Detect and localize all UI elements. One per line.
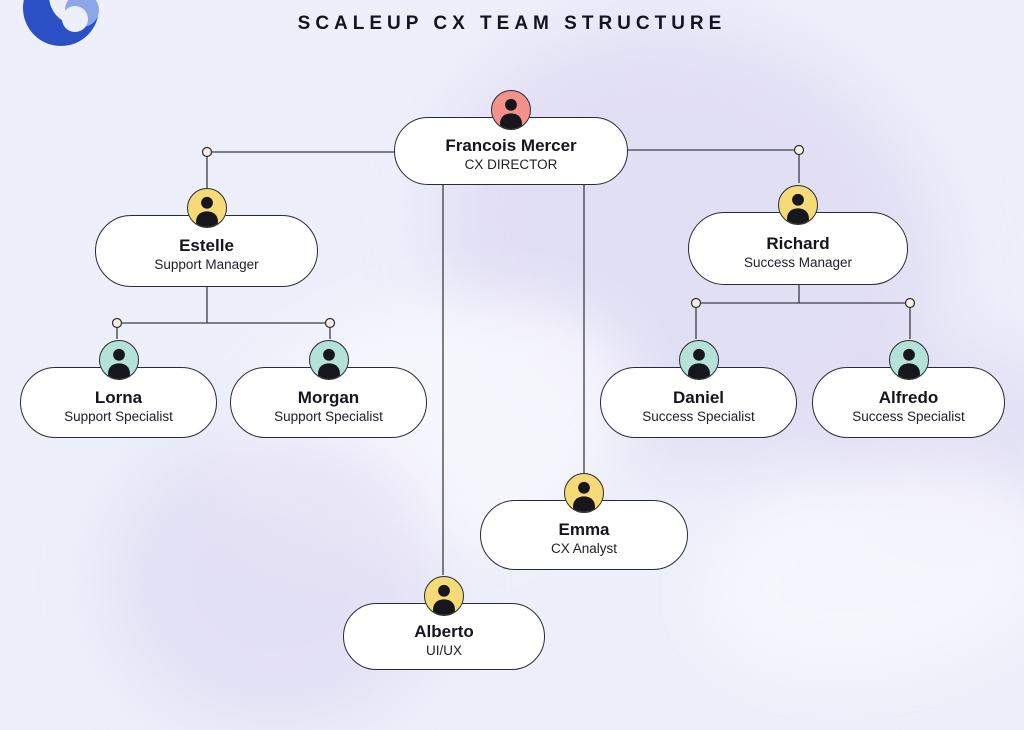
scaleup-logo-icon — [18, 0, 118, 50]
org-node-francois-mercer: Francois Mercer CX DIRECTOR — [394, 90, 628, 185]
person-role: Support Manager — [154, 257, 259, 273]
person-avatar-icon — [564, 473, 604, 513]
person-name: Emma — [558, 520, 610, 540]
person-avatar-icon — [678, 340, 719, 380]
org-node-emma: Emma CX Analyst — [480, 473, 688, 570]
person-name: Estelle — [179, 236, 234, 256]
person-name: Alberto — [414, 621, 474, 641]
person-role: Success Specialist — [852, 408, 965, 424]
org-node-daniel: Daniel Success Specialist — [600, 340, 797, 438]
person-avatar-icon — [888, 340, 929, 380]
person-role: Support Specialist — [274, 408, 383, 424]
person-role: Success Specialist — [642, 408, 755, 424]
person-name: Richard — [766, 233, 830, 253]
person-name: Morgan — [297, 387, 360, 407]
org-node-alfredo: Alfredo Success Specialist — [812, 340, 1005, 438]
org-node-lorna: Lorna Support Specialist — [20, 340, 217, 438]
org-node-alberto: Alberto UI/UX — [343, 576, 545, 670]
person-avatar-icon — [778, 185, 818, 225]
person-avatar-icon — [491, 90, 531, 130]
person-role: Support Specialist — [64, 408, 173, 424]
person-role: CX DIRECTOR — [464, 157, 558, 173]
person-avatar-icon — [98, 340, 139, 380]
person-name: Lorna — [94, 387, 143, 407]
person-avatar-icon — [424, 576, 464, 616]
person-name: Alfredo — [878, 387, 939, 407]
page-title: SCALEUP CX TEAM STRUCTURE — [297, 13, 727, 34]
person-name: Francois Mercer — [445, 136, 577, 156]
person-role: CX Analyst — [550, 541, 618, 557]
person-avatar-icon — [186, 188, 227, 228]
org-node-estelle: Estelle Support Manager — [95, 188, 318, 287]
person-role: Success Manager — [743, 254, 853, 270]
person-avatar-icon — [308, 340, 349, 380]
org-connector-lines — [111, 144, 916, 575]
org-node-morgan: Morgan Support Specialist — [230, 340, 427, 438]
org-node-richard: Richard Success Manager — [688, 185, 908, 285]
person-role: UI/UX — [425, 642, 462, 658]
person-name: Daniel — [672, 387, 725, 407]
